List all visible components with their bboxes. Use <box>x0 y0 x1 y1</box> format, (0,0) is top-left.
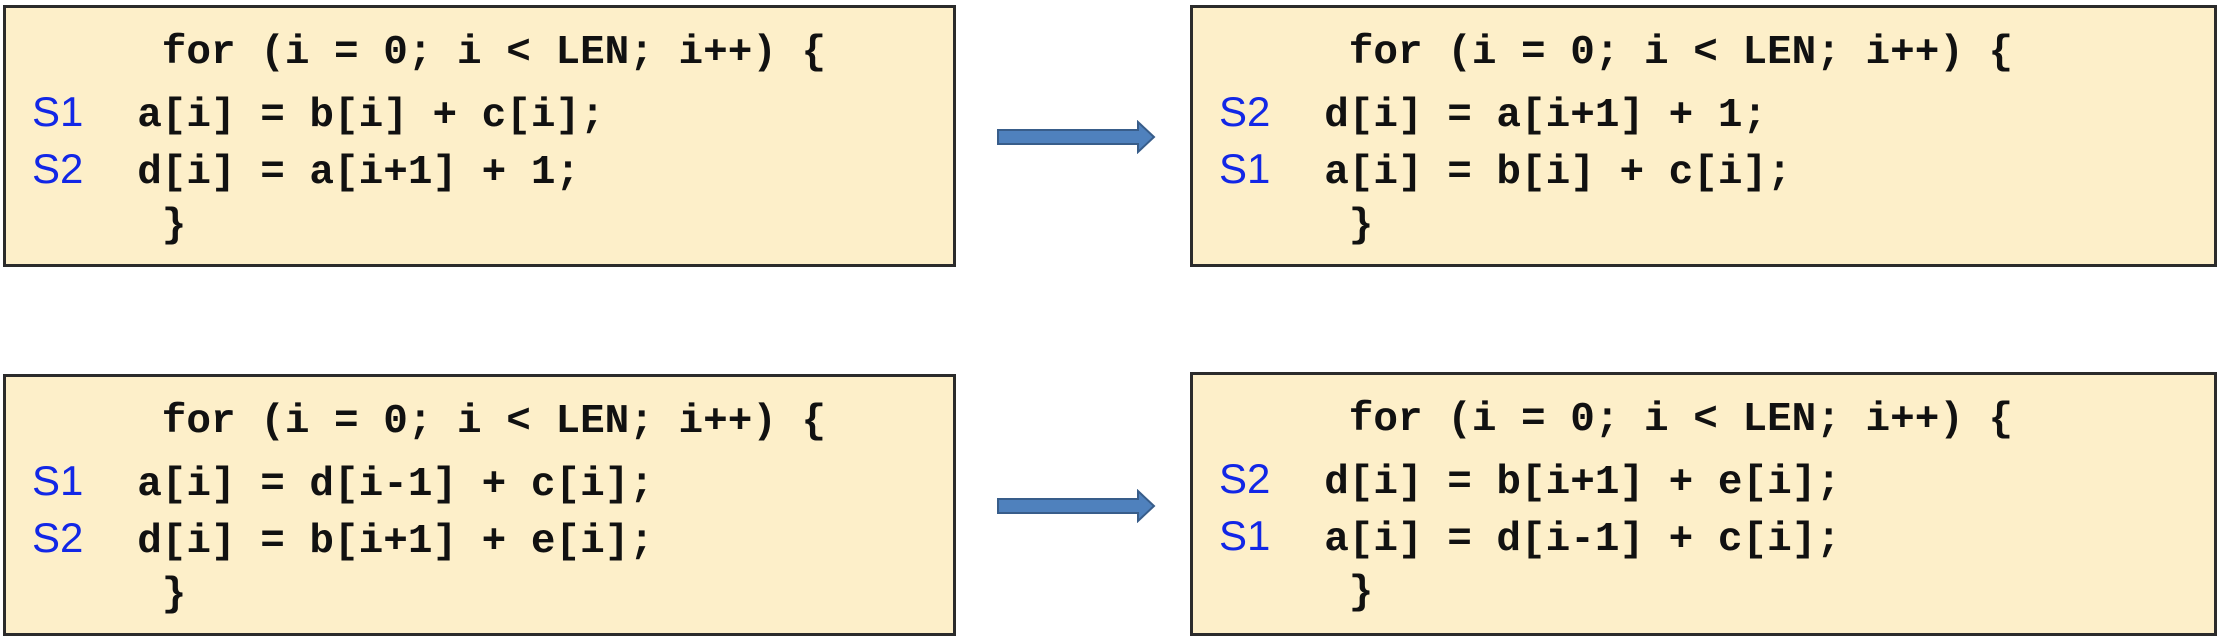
code-line: } <box>32 198 953 256</box>
code-text: d[i] = b[i+1] + e[i]; <box>88 519 654 565</box>
code-text: for (i = 0; i < LEN; i++) { <box>1275 397 2014 443</box>
code-line: } <box>1219 565 2214 623</box>
code-text: a[i] = d[i-1] + c[i]; <box>88 461 654 508</box>
code-line: } <box>32 567 953 625</box>
statement-label: S1 <box>1219 145 1271 192</box>
statement-label: S2 <box>32 145 84 192</box>
code-line: S2 d[i] = a[i+1] + 1; <box>32 140 953 198</box>
statement-label: S2 <box>1219 454 1271 502</box>
code-line: for (i = 0; i < LEN; i++) { <box>32 394 953 452</box>
code-line: S1 a[i] = d[i-1] + c[i]; <box>32 452 953 510</box>
statement-label: S1 <box>32 87 84 135</box>
code-text: a[i] = b[i] + c[i]; <box>88 92 605 139</box>
code-line: S2 d[i] = b[i+1] + e[i]; <box>1219 450 2214 508</box>
code-text: } <box>1275 569 1374 616</box>
code-line: for (i = 0; i < LEN; i++) { <box>32 25 953 83</box>
code-text: for (i = 0; i < LEN; i++) { <box>88 30 827 76</box>
code-text: for (i = 0; i < LEN; i++) { <box>88 399 827 445</box>
arrow-right-icon <box>997 489 1156 523</box>
code-line: } <box>1219 198 2214 256</box>
statement-label: S1 <box>1219 512 1271 559</box>
code-text: d[i] = a[i+1] + 1; <box>88 150 581 196</box>
code-text: } <box>88 202 187 249</box>
code-text: } <box>88 571 187 618</box>
code-text: d[i] = a[i+1] + 1; <box>1275 92 1768 139</box>
code-panel-bottom-right: for (i = 0; i < LEN; i++) { S2 d[i] = b[… <box>1190 372 2217 636</box>
statement-label: S2 <box>32 514 84 561</box>
code-text: a[i] = d[i-1] + c[i]; <box>1275 517 1841 563</box>
code-panel-top-right: for (i = 0; i < LEN; i++) { S2 d[i] = a[… <box>1190 5 2217 267</box>
code-line: S1 a[i] = b[i] + c[i]; <box>32 83 953 141</box>
code-panel-top-left: for (i = 0; i < LEN; i++) { S1 a[i] = b[… <box>3 5 956 267</box>
code-text: for (i = 0; i < LEN; i++) { <box>1275 30 2014 76</box>
statement-label: S1 <box>32 456 84 504</box>
code-line: S1 a[i] = d[i-1] + c[i]; <box>1219 507 2214 565</box>
code-line: S2 d[i] = a[i+1] + 1; <box>1219 83 2214 141</box>
code-text: d[i] = b[i+1] + e[i]; <box>1275 459 1841 506</box>
code-panel-bottom-left: for (i = 0; i < LEN; i++) { S1 a[i] = d[… <box>3 374 956 636</box>
code-text: a[i] = b[i] + c[i]; <box>1275 150 1792 196</box>
code-text: } <box>1275 202 1374 249</box>
code-line: S1 a[i] = b[i] + c[i]; <box>1219 140 2214 198</box>
code-line: for (i = 0; i < LEN; i++) { <box>1219 392 2214 450</box>
arrow-right-icon <box>997 120 1156 154</box>
code-line: S2 d[i] = b[i+1] + e[i]; <box>32 509 953 567</box>
code-line: for (i = 0; i < LEN; i++) { <box>1219 25 2214 83</box>
statement-label: S2 <box>1219 87 1271 135</box>
